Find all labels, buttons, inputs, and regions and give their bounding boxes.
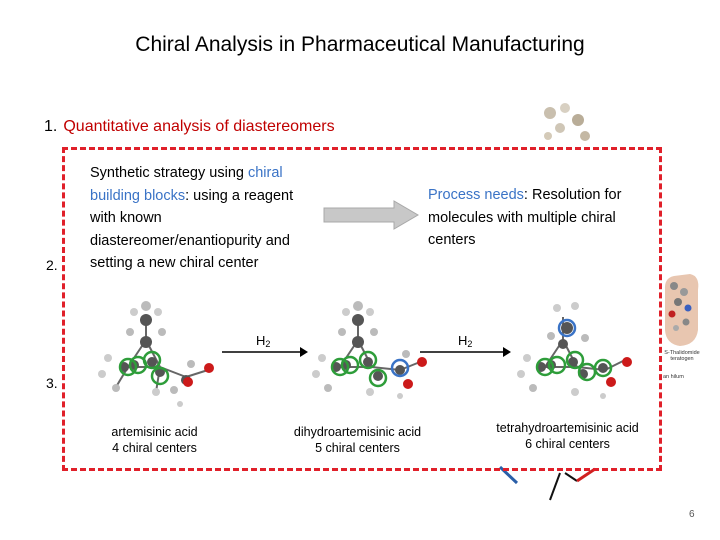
section-1-heading: 1. Quantitative analysis of diastereomers: [44, 118, 335, 136]
process-needs-body: : Resolution for molecules with multiple…: [428, 187, 622, 248]
molecule-3-centers: 6 chiral centers: [525, 437, 610, 451]
h2-label-2-h: H: [458, 333, 468, 348]
molecule-1-name: artemisinic acid: [111, 425, 198, 439]
molecule-2-name: dihydroartemisinic acid: [293, 425, 422, 439]
chiral-building-blocks: chiral building blocks: [90, 165, 283, 204]
reaction-arrow-1-icon: [222, 347, 308, 357]
thalidomide-caption-1: S-Thalidomide: [664, 350, 700, 356]
slide-title: Chiral Analysis in Pharmaceutical Manufa…: [135, 33, 585, 56]
synthetic-strategy-text: Synthetic strategy using chiral building…: [90, 162, 315, 275]
h2-label-1-h: H: [256, 333, 266, 348]
h2-label-2: H2: [458, 333, 472, 349]
section-2-number: 2.: [46, 257, 58, 273]
section-1-text: Quantitative analysis of diastereomers: [63, 118, 335, 135]
caption-dihydroartemisinic-acid: dihydroartemisinic acid 5 chiral centers: [275, 424, 440, 456]
dihydroartemisinic-acid-molecule: [312, 301, 427, 399]
process-needs-label: Process needs: [428, 187, 524, 203]
analysis-dashed-frame: [62, 147, 662, 471]
thalidomide-figure: [664, 274, 699, 346]
thalidomide-caption-2: teratogen: [670, 356, 694, 362]
thalidomide-caption-3: an hilum: [663, 374, 684, 380]
background-molecule-top: [544, 103, 590, 141]
reaction-arrow-2-icon: [420, 347, 511, 357]
artemisinic-acid-molecule: [98, 301, 214, 407]
synthetic-rest: : using a reagent with known diastereome…: [90, 187, 294, 272]
thalidomide-caption: S-Thalidomide teratogen: [661, 350, 703, 362]
caption-tetrahydroartemisinic-acid: tetrahydroartemisinic acid 6 chiral cent…: [480, 420, 655, 452]
h2-label-1: H2: [256, 333, 270, 349]
molecule-3-name: tetrahydroartemisinic acid: [496, 421, 639, 435]
h2-label-1-sub: 2: [265, 339, 271, 349]
caption-artemisinic-acid: artemisinic acid 4 chiral centers: [92, 424, 217, 456]
section-3-number: 3.: [46, 375, 58, 391]
page-number: 6: [689, 509, 695, 520]
synthetic-lead: Synthetic strategy using: [90, 165, 248, 181]
h2-label-2-sub: 2: [467, 339, 473, 349]
process-needs-text: Process needs: Resolution for molecules …: [428, 184, 658, 252]
process-arrow-icon: [323, 200, 419, 230]
molecule-1-centers: 4 chiral centers: [112, 441, 197, 455]
molecule-2-centers: 5 chiral centers: [315, 441, 400, 455]
section-1-number: 1.: [44, 118, 58, 135]
tetrahydroartemisinic-acid-molecule: [517, 302, 632, 399]
